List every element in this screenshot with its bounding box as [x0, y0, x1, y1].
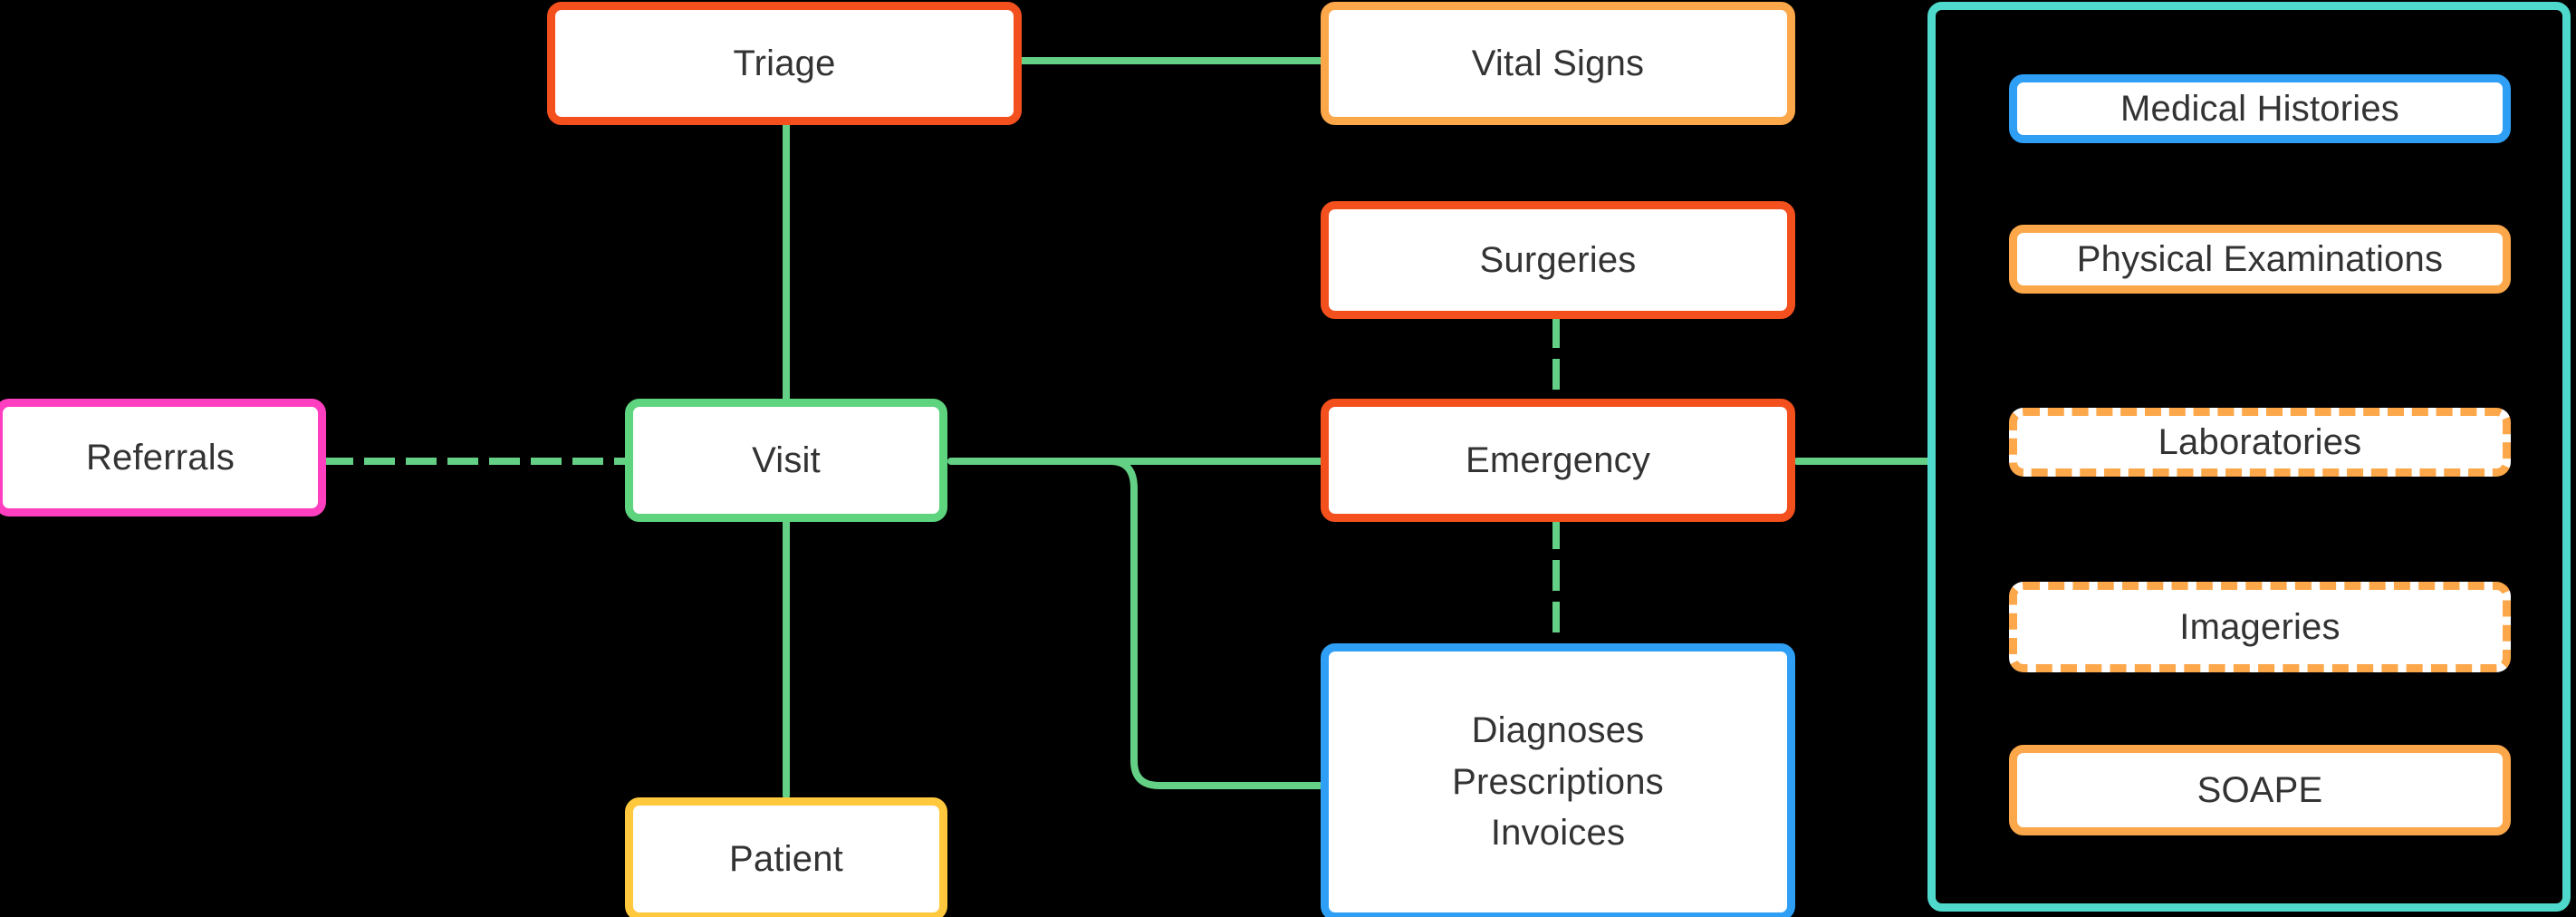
node-laboratories[interactable]: Laboratories [2009, 408, 2511, 477]
node-visit-label: Visit [752, 439, 821, 480]
node-laboratories-label: Laboratories [2158, 421, 2362, 462]
edge-referrals-to-visit [322, 458, 630, 465]
node-patient[interactable]: Patient [625, 797, 947, 917]
edge-emergency-to-records [1552, 518, 1560, 647]
node-medical-histories[interactable]: Medical Histories [2009, 74, 2511, 143]
node-medical-histories-label: Medical Histories [2120, 88, 2399, 129]
node-imageries-label: Imageries [2179, 606, 2341, 647]
node-visit[interactable]: Visit [625, 399, 947, 522]
node-emergency[interactable]: Emergency [1321, 399, 1795, 522]
edge-emergency-to-clinical-records-group [1793, 458, 1931, 465]
edge-visit-to-patient [783, 518, 790, 799]
node-vital-signs-label: Vital Signs [1471, 43, 1645, 83]
node-records-line-2: Prescriptions [1452, 761, 1664, 802]
edge-triage-to-vital-signs [1018, 57, 1326, 64]
node-triage-label: Triage [733, 43, 836, 83]
clinical-records-group [1927, 2, 2571, 912]
node-referrals[interactable]: Referrals [0, 399, 326, 516]
node-physical-examinations[interactable]: Physical Examinations [2009, 225, 2511, 294]
node-records-lines: Diagnoses Prescriptions Invoices [1452, 705, 1664, 859]
node-records-line-3: Invoices [1490, 813, 1626, 854]
edge-triage-to-visit [783, 121, 790, 404]
node-referrals-label: Referrals [85, 437, 235, 478]
node-records-line-1: Diagnoses [1471, 709, 1645, 750]
node-physical-examinations-label: Physical Examinations [2076, 238, 2444, 279]
node-imageries[interactable]: Imageries [2009, 582, 2511, 672]
node-surgeries[interactable]: Surgeries [1321, 201, 1795, 319]
edge-visit-to-emergency [947, 458, 1326, 465]
node-records[interactable]: Diagnoses Prescriptions Invoices [1321, 643, 1795, 917]
edge-surgeries-to-emergency [1552, 317, 1560, 404]
node-triage[interactable]: Triage [547, 2, 1022, 125]
node-emergency-label: Emergency [1465, 439, 1651, 480]
node-vital-signs[interactable]: Vital Signs [1321, 2, 1795, 125]
node-surgeries-label: Surgeries [1479, 239, 1637, 280]
node-soape-label: SOAPE [2196, 769, 2323, 810]
node-soape[interactable]: SOAPE [2009, 745, 2511, 835]
node-patient-label: Patient [729, 838, 843, 879]
